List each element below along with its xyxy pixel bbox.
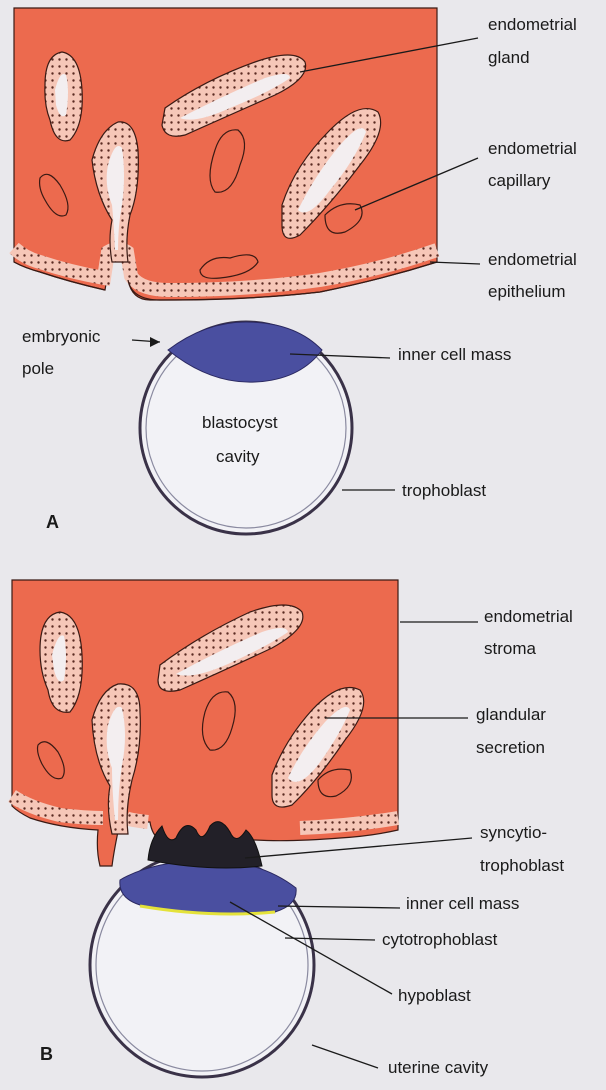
label-glandular-secretion-line2: secretion <box>476 737 545 758</box>
label-endometrial-epithelium-line2: epithelium <box>488 281 566 302</box>
label-trophoblast-a: trophoblast <box>402 480 486 501</box>
label-endometrial-capillary-line1: endometrial <box>488 138 577 159</box>
label-inner-cell-mass-a: inner cell mass <box>398 344 511 365</box>
panel-a-letter: A <box>46 512 59 533</box>
label-embryonic-pole-line2: pole <box>22 358 54 379</box>
panel-b-letter: B <box>40 1044 53 1065</box>
label-endometrial-stroma-line2: stroma <box>484 638 536 659</box>
label-endometrial-gland-line1: endometrial <box>488 14 577 35</box>
label-hypoblast: hypoblast <box>398 985 471 1006</box>
label-endometrial-stroma-line1: endometrial <box>484 606 573 627</box>
label-cytotrophoblast: cytotrophoblast <box>382 929 497 950</box>
label-embryonic-pole-line1: embryonic <box>22 326 100 347</box>
label-glandular-secretion-line1: glandular <box>476 704 546 725</box>
label-syncytiotrophoblast-line2: trophoblast <box>480 855 564 876</box>
panel-a-endometrial-stroma <box>14 8 437 300</box>
label-inner-cell-mass-b: inner cell mass <box>406 893 519 914</box>
label-uterine-cavity: uterine cavity <box>388 1057 488 1078</box>
label-blastocyst-cavity-line2: cavity <box>216 446 259 467</box>
label-endometrial-capillary-line2: capillary <box>488 170 550 191</box>
label-endometrial-epithelium-line1: endometrial <box>488 249 577 270</box>
label-syncytiotrophoblast-line1: syncytio- <box>480 822 547 843</box>
label-blastocyst-cavity-line1: blastocyst <box>202 412 278 433</box>
label-endometrial-gland-line2: gland <box>488 47 530 68</box>
